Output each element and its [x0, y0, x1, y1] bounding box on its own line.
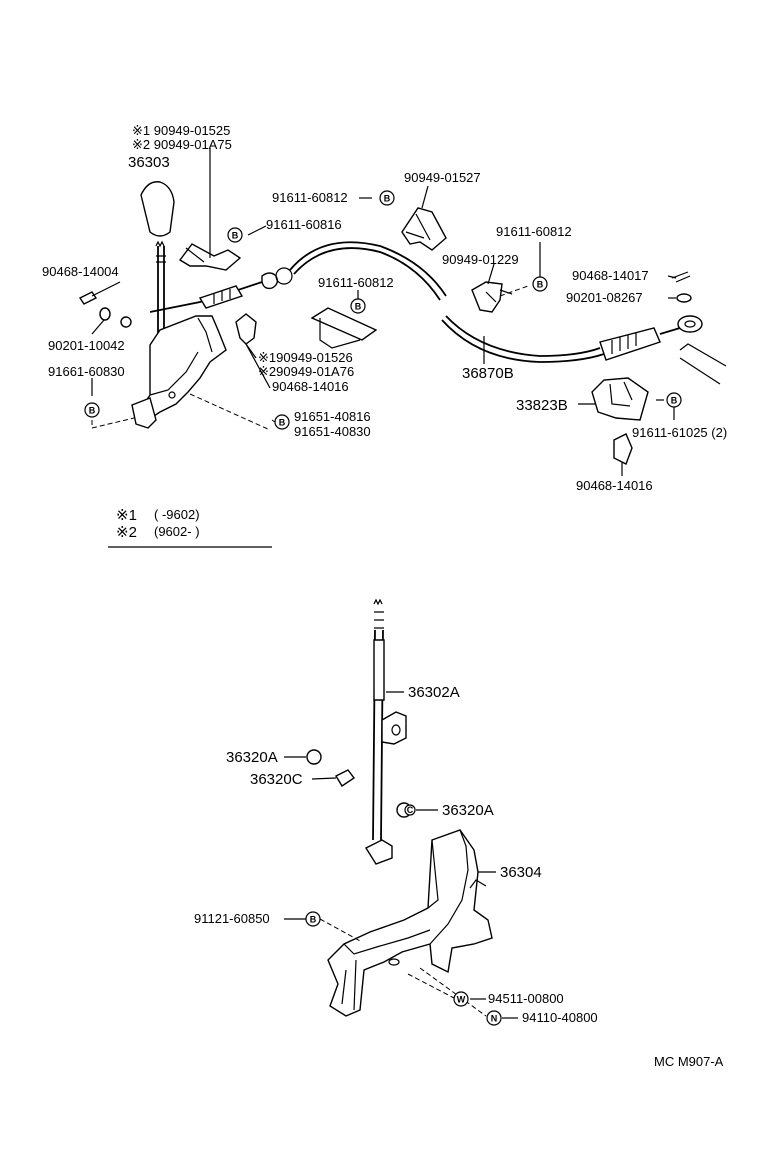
note2-text: (9602- ) [154, 524, 200, 539]
clip-90468-14017 [671, 271, 691, 283]
svg-text:B: B [384, 194, 391, 204]
label-l16: 90468-14016 [272, 379, 349, 394]
notes-box: ※1 ( -9602) ※2 (9602- ) [108, 507, 272, 548]
svg-text:C: C [407, 805, 414, 815]
badge-w: W [453, 991, 469, 1007]
badge-b-1: B [227, 227, 243, 243]
label-l15: ※290949-01A76 [258, 364, 354, 379]
label-l31: 94110-40800 [522, 1010, 598, 1025]
label-l9: 90468-14017 [572, 268, 649, 283]
badge-b-7: B [666, 392, 682, 408]
label-l4: 91611-60812 [272, 190, 348, 205]
leader-lines-lower [284, 691, 518, 1019]
clip-90949-01526 [235, 313, 257, 345]
badge-b-2: B [379, 190, 395, 206]
label-l26: 36320C [250, 771, 303, 788]
cable-36870B [289, 241, 605, 363]
shift-cable-front [149, 267, 293, 313]
note1-text: ( -9602) [154, 507, 200, 522]
clamp-90949-01229 [471, 281, 503, 313]
bushing-36320A-right-inner [404, 804, 416, 816]
label-l14: ※190949-01526 [258, 350, 353, 365]
clip-90201-10042 [99, 307, 111, 321]
label-l8: 90949-01229 [442, 252, 519, 267]
svg-text:B: B [279, 418, 286, 428]
label-l19: 33823B [516, 397, 568, 414]
label-l11: 90468-14004 [42, 264, 119, 279]
label-l20: 91651-40816 [294, 409, 371, 424]
lever-bracket-foot [131, 397, 157, 429]
label-l23: 90468-14016 [576, 478, 653, 493]
label-l10: 90201-08267 [566, 290, 643, 305]
svg-text:N: N [491, 1014, 498, 1024]
label-l1: ※1 90949-01525 [132, 123, 230, 138]
label-l17: 91661-60830 [48, 364, 125, 379]
washer-90201-08267 [676, 293, 692, 303]
label-l28: 36304 [500, 864, 542, 881]
label-l22: 91611-61025 (2) [632, 425, 727, 440]
label-l30: 94511-00800 [488, 991, 564, 1006]
label-l5: 90949-01527 [404, 170, 481, 185]
bushing-36320C [335, 769, 356, 787]
label-l7: 91611-60812 [496, 224, 572, 239]
badge-b-3: B [532, 276, 548, 292]
cable-end-fitting [599, 315, 703, 361]
label-l29: 91121-60850 [194, 911, 270, 926]
label-l13: 90201-10042 [48, 338, 125, 353]
svg-text:B: B [232, 231, 239, 241]
badge-b-6: B [274, 414, 290, 430]
label-l12: 91611-60812 [318, 275, 394, 290]
bracket-36304 [327, 829, 493, 1017]
label-l18: 36870B [462, 365, 514, 382]
badge-b-4: B [350, 298, 366, 314]
label-l24: 36302A [408, 684, 460, 701]
pin-90468-14004 [78, 291, 98, 305]
label-l25: 36320A [226, 749, 278, 766]
svg-text:B: B [89, 406, 96, 416]
bracket-33823B [591, 377, 649, 421]
label-l6: 91611-60816 [266, 217, 342, 232]
lever-ball [120, 316, 132, 328]
svg-text:W: W [457, 995, 466, 1005]
badge-n: N [486, 1010, 502, 1026]
svg-text:B: B [537, 280, 544, 290]
clip-90468-14016-right [613, 433, 633, 465]
shift-knob [140, 181, 175, 237]
label-l2: ※2 90949-01A75 [132, 137, 232, 152]
dashed-lines-lower [319, 918, 487, 1017]
label-l3: 36303 [128, 154, 170, 171]
transmission-lever [679, 343, 727, 385]
shift-lever-36302A [364, 598, 407, 865]
label-l21: 91651-40830 [294, 424, 371, 439]
label-l27: 36320A [442, 802, 494, 819]
badge-b-5: B [84, 402, 100, 418]
bracket-mid [310, 307, 378, 341]
svg-text:B: B [355, 302, 362, 312]
badge-b-lower: B [305, 911, 321, 927]
svg-text:B: B [671, 396, 678, 406]
note1-mark: ※1 [116, 507, 137, 524]
svg-text:B: B [310, 915, 317, 925]
bushing-36320A-left [306, 749, 322, 765]
note2-mark: ※2 [116, 524, 137, 541]
label-l32: MC M907-A [654, 1054, 724, 1069]
